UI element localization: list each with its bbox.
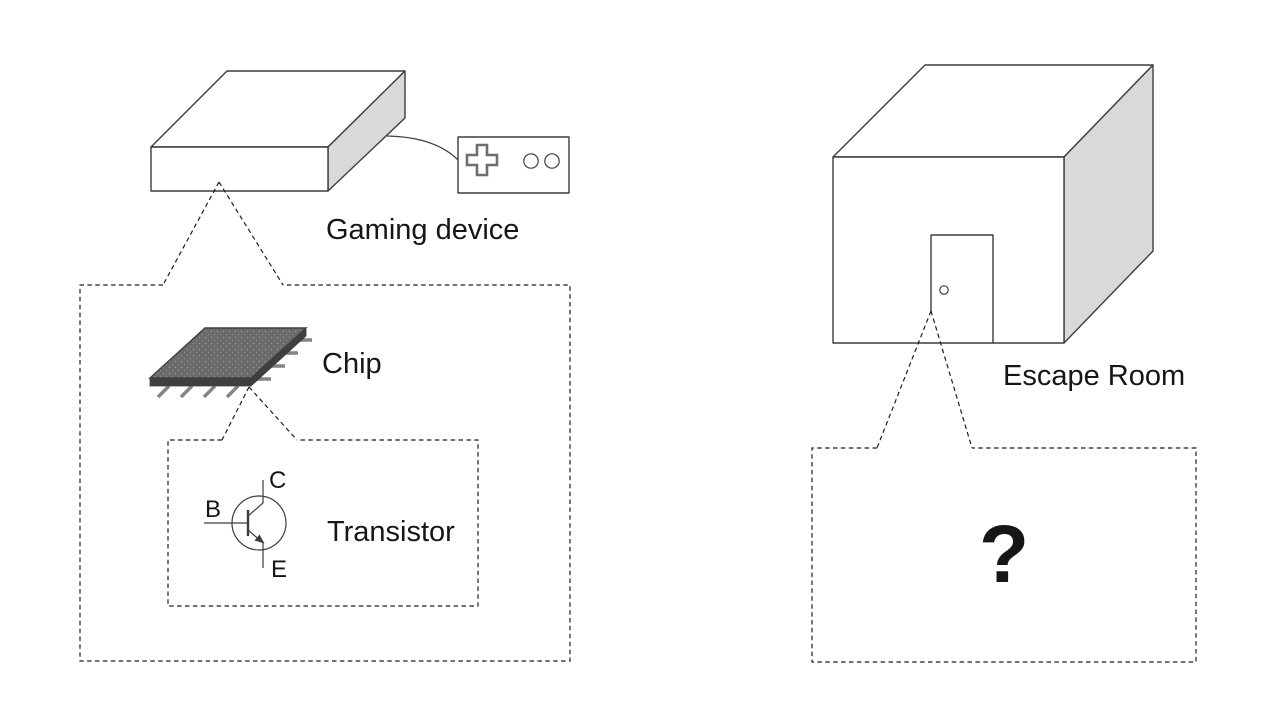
transistor-symbol — [204, 480, 287, 568]
escape-room-illustration — [832, 64, 1154, 344]
gaming-device-label: Gaming device — [326, 214, 520, 246]
door-knob-icon — [939, 285, 949, 295]
chip-callout-box — [79, 284, 571, 662]
door — [930, 234, 994, 344]
transistor-terminal-emitter-label: E — [271, 556, 288, 583]
controller-icon — [457, 136, 570, 194]
transistor-label: Transistor — [327, 516, 455, 548]
chip-illustration — [148, 327, 312, 399]
transistor-terminal-base-label: B — [205, 496, 222, 523]
zoom-funnel-room-to-unknown — [876, 310, 973, 449]
controller-button-icon — [523, 153, 539, 169]
controller-button-icon — [544, 153, 560, 169]
unknown-question-mark: ? — [978, 509, 1030, 600]
transistor-terminal-collector-label: C — [269, 467, 287, 494]
zoom-funnel-device-to-chip — [162, 181, 284, 286]
dpad-icon — [465, 143, 499, 177]
controller-cable — [386, 135, 460, 162]
zoom-funnel-chip-to-transistor — [221, 386, 298, 441]
chip-label: Chip — [322, 348, 382, 380]
gaming-console-illustration — [150, 70, 406, 192]
escape-room-label: Escape Room — [1003, 360, 1186, 392]
transistor-callout-box — [167, 439, 479, 607]
